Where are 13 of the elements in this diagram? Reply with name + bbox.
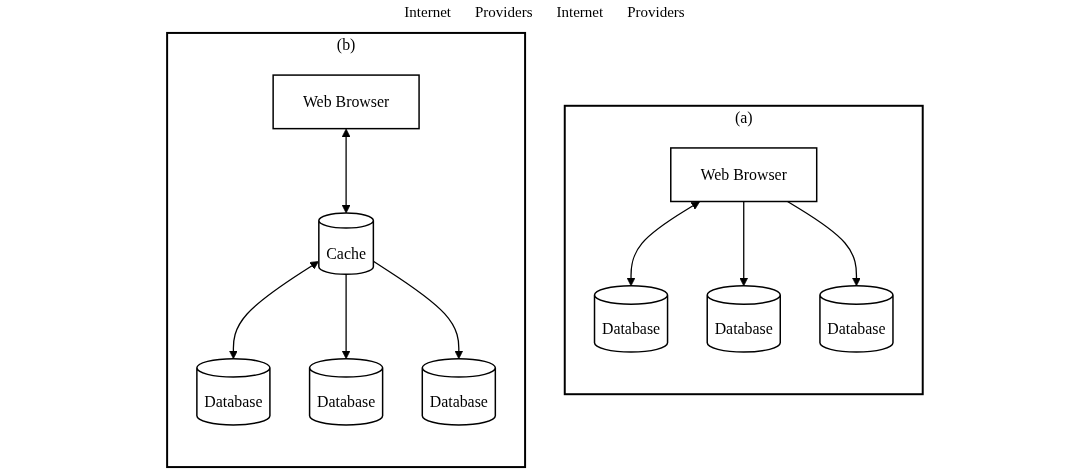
note-text: Providers xyxy=(475,4,533,21)
note-text: Internet xyxy=(404,4,451,21)
note-text: Internet xyxy=(556,4,604,21)
node-box: Web Browser xyxy=(669,147,818,203)
arrow xyxy=(341,128,351,214)
arrow xyxy=(738,200,748,287)
arrow xyxy=(228,261,319,360)
arrow xyxy=(341,273,351,360)
arrow xyxy=(786,200,861,287)
arrow xyxy=(372,260,463,360)
note-text: Providers xyxy=(627,4,685,21)
arrow xyxy=(626,201,700,287)
node-box: Web Browser xyxy=(271,74,420,130)
